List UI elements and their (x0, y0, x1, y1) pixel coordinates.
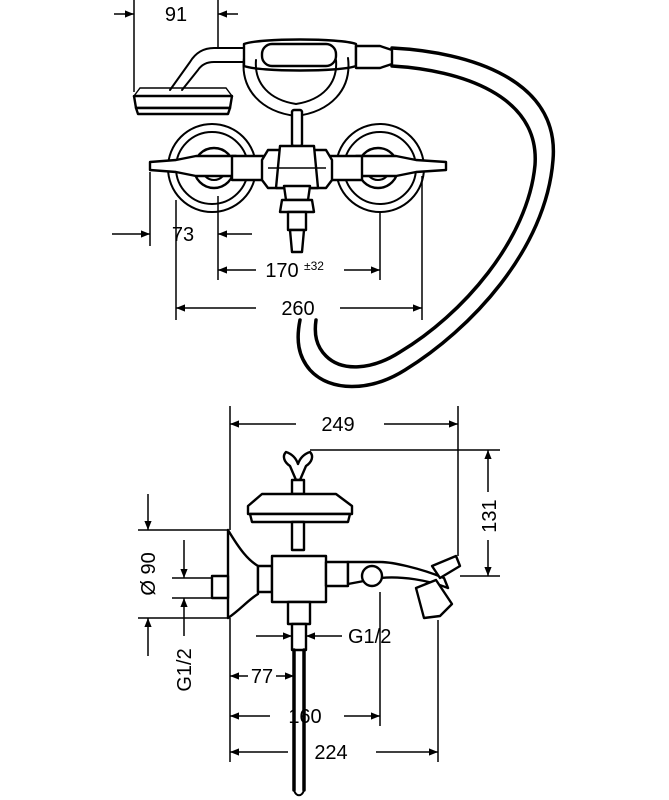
wall-escutcheon (210, 528, 260, 620)
dim-handshower-width: 91 (165, 4, 187, 26)
hand-shower-head (132, 47, 245, 116)
dim-center-distance: 170 (265, 260, 298, 282)
dim-spout-offset: 77 (251, 666, 273, 688)
dim-overall-width: 260 (281, 298, 314, 320)
front-view (132, 38, 555, 389)
mixer-body (230, 144, 364, 254)
dim-depth: 249 (321, 414, 354, 436)
dim-outlet-thread: G1/2 (348, 626, 391, 648)
shower-cradle (242, 38, 394, 148)
dim-inlet-thread: G1/2 (174, 648, 196, 691)
dim-center-distance-tolerance: ±32 (304, 259, 324, 273)
dim-escutcheon-diameter: Ø 90 (138, 552, 160, 595)
dimensions-side: 249 131 Ø 90 G1/2 G1/2 77 160 (138, 406, 501, 764)
side-hose (292, 648, 306, 797)
dimensions-front: 91 73 170 ±32 260 (112, 0, 423, 320)
dim-160: 160 (288, 706, 321, 728)
side-body (256, 554, 462, 652)
side-handshower (246, 450, 354, 552)
dim-handle-offset: 73 (172, 224, 194, 246)
dim-height: 131 (479, 499, 501, 532)
shower-hose (296, 46, 555, 389)
dim-224: 224 (314, 742, 347, 764)
side-view (210, 450, 462, 797)
